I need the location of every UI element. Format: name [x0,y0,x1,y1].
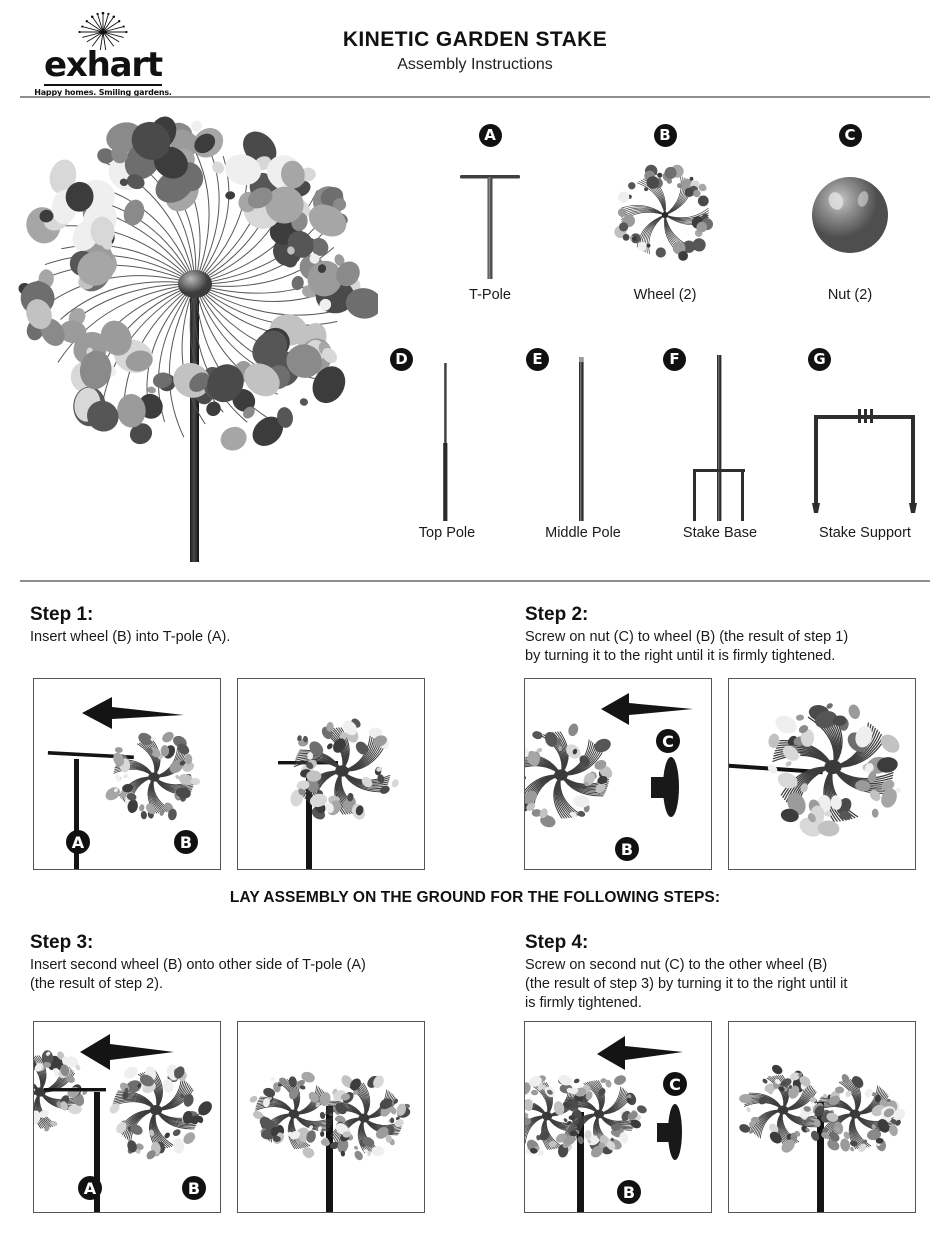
step-1-panel-1: A B [33,678,221,870]
svg-text:A: A [84,1179,97,1198]
page-header: exhart Happy homes. Smiling gardens. KIN… [0,0,950,100]
part-badge-a: A [478,124,502,147]
step-4-panel-2 [728,1021,916,1213]
part-badge-d: D [390,348,413,371]
step-4-heading: Step 4: [525,932,589,953]
part-a: A T-Pole [442,124,538,303]
part-label-e: Middle Pole [545,525,621,541]
step-4-text: Screw on second nut (C) to the other whe… [525,957,848,1011]
svg-text:C: C [662,732,674,751]
part-e: E Middle Pole [508,348,658,541]
step-2-heading: Step 2: [525,604,589,625]
left-arrow-icon [80,1034,174,1070]
dandelion-burst-icon [78,12,128,51]
step-3-panel-1: A B [33,1021,221,1213]
brand-rule [44,84,162,86]
wheel-icon [614,164,713,261]
brand-logo: exhart Happy homes. Smiling gardens. [28,12,178,97]
part-label-g: Stake Support [819,525,911,541]
part-c: C Nut (2) [790,124,910,303]
part-label-b: Wheel (2) [633,287,697,303]
step-2-text: Screw on nut (C) to wheel (B) (the resul… [525,629,849,664]
part-badge-e: E [526,348,549,371]
brand-name: exhart [44,45,163,85]
svg-text:B: B [188,1179,200,1198]
svg-text:C: C [669,1075,681,1094]
middle-pole-icon [579,357,584,521]
nut-icon [657,1104,682,1160]
part-d: D Top Pole [372,348,522,541]
step-3-heading: Step 3: [30,932,94,953]
left-arrow-icon [597,1036,683,1070]
part-label-f: Stake Base [682,525,758,541]
part-f: F Stake Base [645,348,795,541]
svg-text:B: B [180,833,192,852]
top-pole-icon [443,363,448,521]
brand-tagline: Happy homes. Smiling gardens. [34,88,172,97]
part-badge-g: G [808,348,831,371]
left-arrow-icon [82,697,184,729]
svg-text:A: A [72,833,85,852]
header-divider [20,96,930,98]
part-badge-f: F [663,348,686,371]
nut-icon [651,757,679,817]
page-title: KINETIC GARDEN STAKE [342,28,608,51]
hero-product-image [18,112,382,562]
part-label-a: T-Pole [469,287,511,303]
step-2-panel-1: C B [524,678,712,870]
ground-banner: LAY ASSEMBLY ON THE GROUND FOR THE FOLLO… [229,889,721,906]
step-1-panel-2 [237,678,425,870]
svg-text:B: B [621,840,633,859]
page-subtitle: Assembly Instructions [397,56,553,73]
stake-support-icon [812,409,917,513]
nut-sphere-icon [812,177,888,253]
step-2-panel-2 [728,678,916,870]
step-1-text: Insert wheel (B) into T-pole (A). [30,629,231,645]
part-g: G Stake Support [790,348,940,541]
section-divider [20,580,930,582]
stake-base-icon [693,355,745,521]
step-3-panel-2 [237,1021,425,1213]
left-arrow-icon [601,693,693,725]
part-b: B Wheel (2) [605,124,725,303]
step-3-text: Insert second wheel (B) onto other side … [30,957,366,992]
step-4-panel-1: C B [524,1021,712,1213]
step-1-heading: Step 1: [30,604,94,625]
part-badge-b: B [653,124,677,147]
part-label-d: Top Pole [418,525,476,541]
svg-text:B: B [623,1183,635,1202]
t-pole-icon [460,175,520,279]
part-label-c: Nut (2) [827,287,873,303]
part-badge-c: C [838,124,862,147]
